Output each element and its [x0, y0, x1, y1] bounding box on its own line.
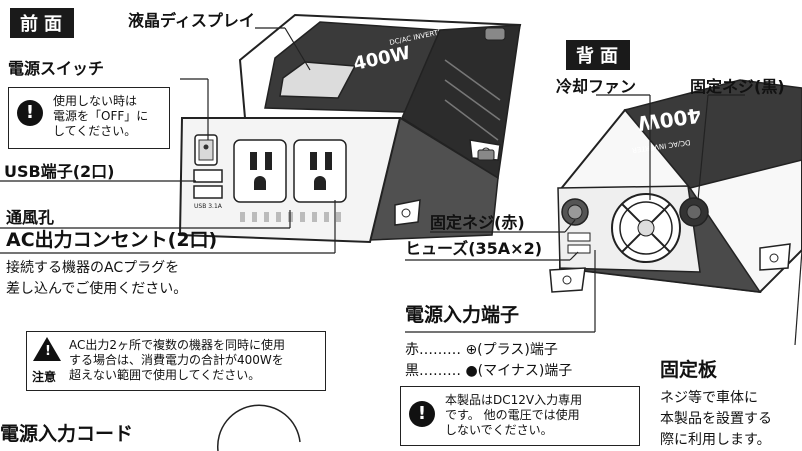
power-switch-label: 電源スイッチ	[8, 59, 105, 78]
warning-icon: !	[17, 100, 43, 126]
power-cord-label: 電源入力コード	[0, 423, 134, 445]
switch-note-line-3: してください。	[53, 124, 137, 138]
switch-note-box: ! 使用しない時は 電源を「OFF」に してください。	[8, 87, 170, 149]
caution-triangle-icon	[33, 337, 61, 361]
caution-label: 注意	[32, 370, 57, 384]
caution-line-1: AC出力2ヶ所で複数の機器を同時に使用	[69, 338, 286, 352]
input-note-box: ! 本製品はDC12V入力専用 です。 他の電圧では使用 しないでください。	[400, 386, 640, 446]
screw-black-label: 固定ネジ(黒)	[690, 77, 785, 96]
vent-label: 通風孔	[6, 208, 55, 227]
terminal-red-line: 赤……… ⊕(プラス)端子	[405, 342, 558, 358]
switch-note-line-1: 使用しない時は	[53, 94, 138, 108]
plate-desc-line-1: ネジ等で車体に	[660, 390, 758, 406]
usb-port-text: USB 3.1A	[194, 203, 223, 210]
input-note-line-3: しないでください。	[445, 423, 553, 437]
fixing-plate-label: 固定板	[660, 359, 718, 381]
caution-line-2: する場合は、消費電力の合計が400Wを	[69, 353, 284, 367]
power-input-label: 電源入力端子	[405, 304, 520, 326]
lcd-label: 液晶ディスプレイ	[128, 11, 255, 30]
warning-icon: !	[409, 401, 435, 427]
usb-label: USB端子(2口)	[4, 162, 115, 181]
back-badge: 背面	[566, 40, 630, 70]
switch-note-line-2: 電源を「OFF」に	[53, 109, 149, 123]
caution-line-3: 超えない範囲で使用してください。	[69, 368, 261, 382]
front-badge: 前面	[10, 8, 74, 38]
ac-description-line-1: 接続する機器のACプラグを	[6, 260, 180, 276]
terminal-black-line: 黒……… ●(マイナス)端子	[405, 363, 573, 379]
ac-description-line-2: 差し込んでご使用ください。	[6, 281, 188, 297]
input-note-line-1: 本製品はDC12V入力専用	[445, 393, 583, 407]
input-note-line-2: です。 他の電圧では使用	[445, 408, 580, 422]
screw-red-label: 固定ネジ(赤)	[430, 213, 525, 232]
ac-output-label: AC出力コンセント(2口)	[6, 229, 218, 251]
plate-desc-line-2: 本製品を設置する	[660, 411, 772, 427]
terminal-legend: 赤……… ⊕(プラス)端子 黒……… ●(マイナス)端子	[405, 340, 572, 382]
cooling-fan-label: 冷却ファン	[556, 77, 637, 96]
fuse-label: ヒューズ(35A×2)	[405, 239, 543, 258]
plate-desc-line-3: 際に利用します。	[660, 432, 771, 448]
caution-box: ! 注意 AC出力2ヶ所で複数の機器を同時に使用 する場合は、消費電力の合計が4…	[26, 331, 326, 391]
ac-description: 接続する機器のACプラグを 差し込んでご使用ください。	[6, 258, 187, 300]
fixing-plate-description: ネジ等で車体に 本製品を設置する 際に利用します。	[660, 388, 772, 451]
